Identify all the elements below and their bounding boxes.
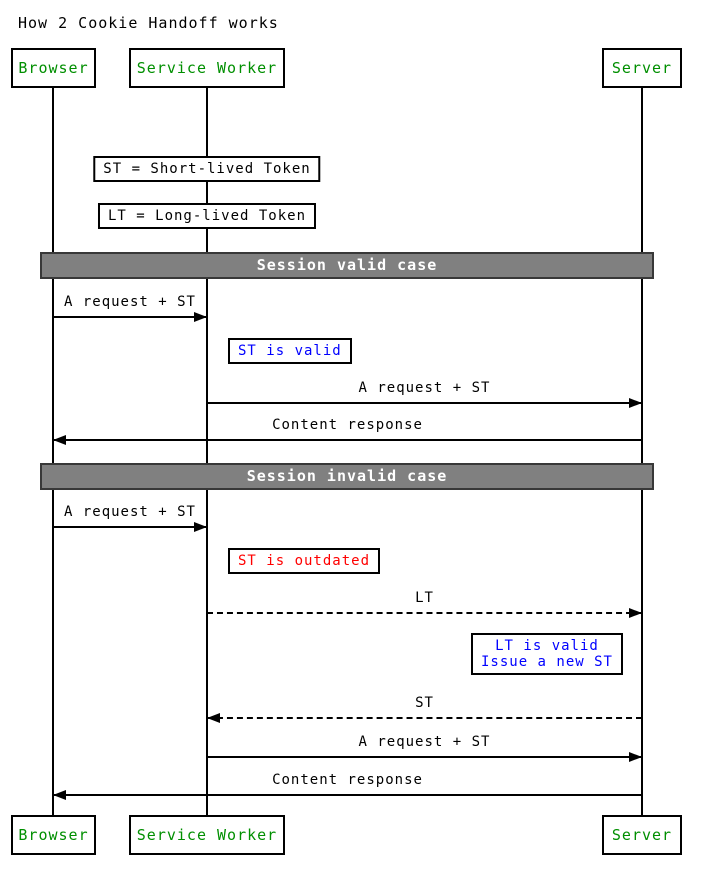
- message-line: [53, 316, 207, 318]
- message-line: [207, 402, 642, 404]
- note-lt-is-valid: LT is valid Issue a new ST: [470, 633, 623, 675]
- message-label: A request + ST: [358, 380, 491, 396]
- diagram-title: How 2 Cookie Handoff works: [18, 14, 279, 32]
- participant-server-bottom: Server: [602, 815, 682, 855]
- message-label: ST: [415, 695, 434, 711]
- lifeline-service-worker: [206, 88, 208, 815]
- participant-server-top: Server: [602, 48, 682, 88]
- participant-browser-top: Browser: [11, 48, 96, 88]
- message-label: A request + ST: [358, 734, 491, 750]
- arrowhead-right-icon: [629, 608, 642, 618]
- arrowhead-right-icon: [629, 398, 642, 408]
- arrowhead-left-icon: [53, 790, 66, 800]
- lifeline-server: [641, 88, 643, 815]
- message-label: A request + ST: [63, 294, 196, 310]
- legend-note-long-lived-token: LT = Long-lived Token: [97, 203, 317, 229]
- note-st-is-valid: ST is valid: [228, 338, 352, 364]
- participant-service-worker-bottom: Service Worker: [129, 815, 285, 855]
- arrowhead-right-icon: [194, 522, 207, 532]
- lifeline-browser: [52, 88, 54, 815]
- message-line: [53, 439, 642, 441]
- arrowhead-left-icon: [53, 435, 66, 445]
- arrowhead-right-icon: [194, 312, 207, 322]
- participant-browser-bottom: Browser: [11, 815, 96, 855]
- message-line: [207, 717, 642, 719]
- participant-service-worker-top: Service Worker: [129, 48, 285, 88]
- message-label: Content response: [272, 417, 423, 433]
- note-st-is-outdated: ST is outdated: [228, 548, 381, 574]
- message-line: [53, 794, 642, 796]
- section-divider-session-valid: Session valid case: [40, 252, 654, 279]
- message-label: Content response: [272, 772, 423, 788]
- section-divider-session-invalid: Session invalid case: [40, 463, 654, 490]
- arrowhead-left-icon: [207, 713, 220, 723]
- message-label: A request + ST: [63, 504, 196, 520]
- message-line: [53, 526, 207, 528]
- legend-note-short-lived-token: ST = Short-lived Token: [93, 156, 321, 182]
- message-line: [207, 612, 642, 614]
- message-label: LT: [415, 590, 434, 606]
- message-line: [207, 756, 642, 758]
- arrowhead-right-icon: [629, 752, 642, 762]
